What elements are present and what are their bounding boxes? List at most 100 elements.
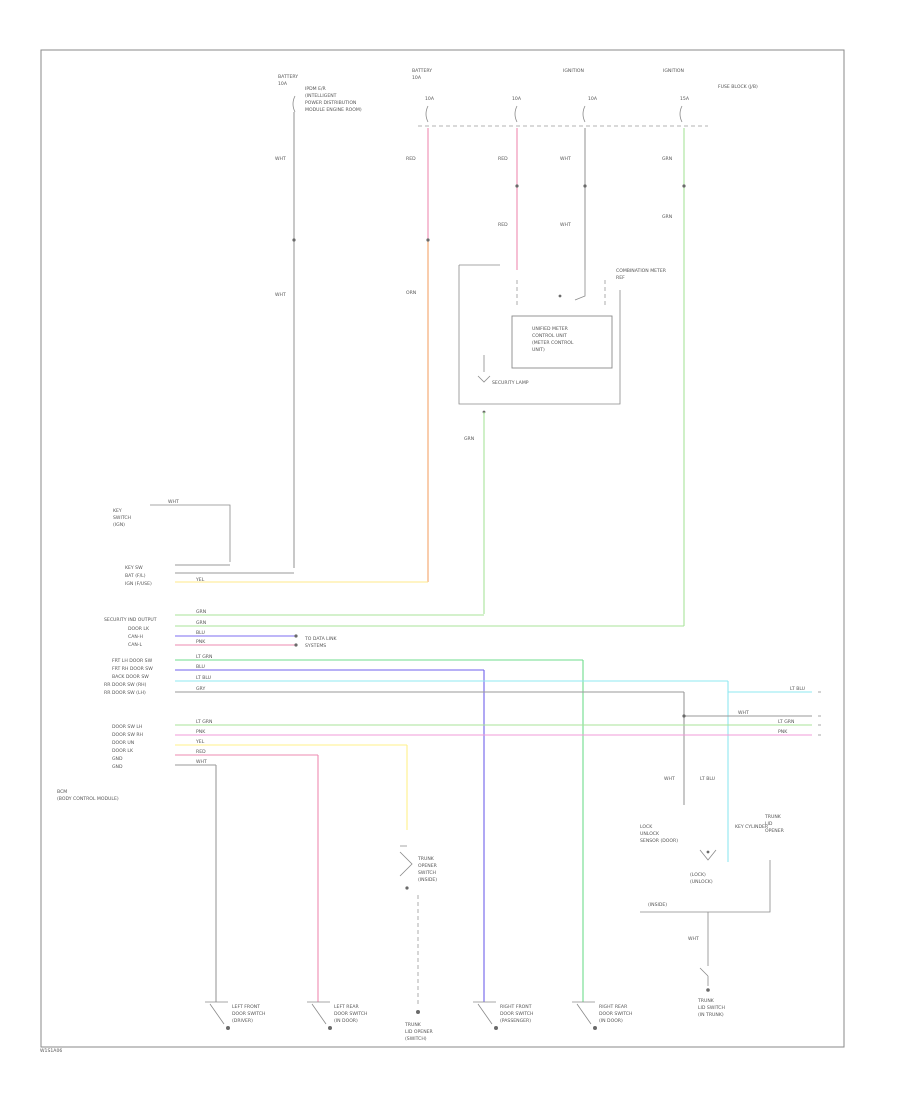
door-switch-left-front: LEFT FRONT DOOR SWITCH (DRIVER) (205, 1001, 265, 1030)
wire-color: RED (498, 156, 508, 162)
lock-label: SENSOR (DOOR) (640, 838, 678, 844)
data-link-label: TO DATA LINK (304, 636, 338, 642)
trunk-switch-label: TRUNK (697, 998, 715, 1004)
pin-label: DOOR LK (112, 748, 134, 754)
pin-label: GND (112, 764, 123, 770)
trunk-lid-label: OPENER (765, 828, 785, 834)
unified-meter-label: CONTROL UNIT (532, 333, 567, 339)
fuse-label: 10A (512, 96, 522, 102)
fuse-label: 10A (412, 75, 422, 81)
fuse-label: 10A (278, 81, 288, 87)
wire-color: WHT (275, 292, 286, 298)
security-lamp-label: SECURITY LAMP (492, 380, 529, 386)
wire-color: BLU (196, 630, 205, 636)
switch-label: RIGHT REAR (599, 1004, 628, 1010)
pin-label: FRT LH DOOR SW (112, 658, 153, 664)
wire-color: PNK (778, 729, 788, 735)
door-switch-left-rear: LEFT REAR DOOR SWITCH (IN DOOR) (307, 1001, 367, 1030)
wire-color: LT BLU (790, 686, 805, 692)
ipdm-label: IPDM E/R (305, 86, 327, 92)
wire-color: WHT (560, 222, 571, 228)
fuse-group: BATTERY 10A BATTERY 10A IGNITION IGNITIO… (278, 68, 758, 127)
ipdm-label: (INTELLIGENT (305, 93, 337, 99)
pin-label: CAN-L (128, 642, 142, 648)
key-switch-label: SWITCH (113, 515, 131, 521)
switch-label: DOOR SWITCH (500, 1011, 533, 1017)
fuse-label: IGNITION (663, 68, 684, 74)
wire-color: YEL (195, 739, 205, 745)
upper-wires: WHT WHT RED ORN RED RED WHT WHT GRN GRN (275, 112, 686, 626)
bcm-label: BCM (57, 789, 67, 795)
switch-label: DOOR SWITCH (334, 1011, 367, 1017)
switch-label: (DRIVER) (232, 1018, 253, 1024)
wire-color: WHT (664, 776, 675, 782)
key-cylinder-switch: WHT LT BLU LOCK UNLOCK SENSOR (DOOR) KEY… (640, 776, 785, 1018)
unified-meter-box (511, 315, 613, 369)
trunk-switch-label: LID SWITCH (698, 1005, 725, 1011)
wire-color: LT BLU (196, 675, 211, 681)
wire-color: GRN (464, 436, 474, 442)
pin-label: RR DOOR SW (RH) (104, 682, 147, 688)
switch-label: DOOR SWITCH (232, 1011, 265, 1017)
bcm-label: (BODY CONTROL MODULE) (57, 796, 119, 802)
pin-label: DOOR UN (112, 740, 134, 746)
switch-label: LEFT REAR (334, 1004, 360, 1010)
wire-color: WHT (560, 156, 571, 162)
door-switch-right-rear: RIGHT REAR DOOR SWITCH (IN DOOR) (572, 1001, 632, 1030)
pin-label: FRT RH DOOR SW (112, 666, 153, 672)
switch-label: (SWITCH) (405, 1036, 427, 1042)
wire-color: GRN (662, 214, 672, 220)
trunk-opener-label: OPENER (418, 863, 438, 869)
wire-color: LT BLU (700, 776, 715, 782)
wire-color: RED (196, 749, 206, 755)
combination-meter-label: COMBINATION METER (616, 268, 667, 274)
fuse-label: 10A (588, 96, 598, 102)
wire-color: GRN (662, 156, 672, 162)
wire-color: GRN (196, 620, 206, 626)
bcm-wires: YEL GRN GRN BLU PNK TO DATA LINK SYSTEMS… (175, 564, 821, 1002)
combination-meter: COMBINATION METER REF UNIFIED METER CONT… (458, 264, 667, 614)
pin-label: DOOR SW LH (112, 724, 142, 730)
key-cylinder-label: KEY CYLINDER (735, 824, 769, 830)
wire-color: ORN (406, 290, 416, 296)
wire-color: LT GRN (778, 719, 794, 725)
diagram-frame (40, 49, 845, 1048)
key-switch-label: KEY (113, 508, 122, 514)
key-switch-label: (IGN) (113, 522, 125, 528)
wire-color: WHT (168, 499, 179, 505)
combination-meter-label: REF (616, 275, 625, 281)
pin-label: DOOR SW RH (112, 732, 143, 738)
pin-label: KEY SW (125, 565, 143, 571)
pin-label: SECURITY IND OUTPUT (104, 617, 157, 623)
switch-label: (PASSENGER) (500, 1018, 531, 1024)
switch-label: (IN DOOR) (599, 1018, 623, 1024)
pin-label: GND (112, 756, 123, 762)
pin-label: DOOR LK (128, 626, 150, 632)
fuse-label: BATTERY (278, 74, 298, 80)
trunk-lid-label: TRUNK (764, 814, 782, 820)
unified-meter-label: UNIFIED METER (532, 326, 569, 332)
wire-color: GRY (196, 686, 205, 692)
wire-color: RED (498, 222, 508, 228)
wire-color: WHT (688, 936, 699, 942)
fuse-label: BATTERY (412, 68, 432, 74)
pin-label: BACK DOOR SW (112, 674, 149, 680)
fuse-label: IGNITION (563, 68, 584, 74)
switch-label: LEFT FRONT (232, 1004, 260, 1010)
pin-label: BAT (F/L) (125, 573, 146, 579)
trunk-lid-label: LID (765, 821, 773, 827)
unified-meter-label: UNIT) (532, 347, 545, 353)
unified-meter-label: (METER CONTROL (532, 340, 574, 346)
data-link-label: SYSTEMS (305, 643, 326, 649)
trunk-opener-switch: TRUNK OPENER SWITCH (INSIDE) (399, 845, 438, 1006)
switch-label: RIGHT FRONT (500, 1004, 532, 1010)
pin-label: IGN (F/USE) (125, 581, 152, 587)
switch-label: DOOR SWITCH (599, 1011, 632, 1017)
trunk-opener-label: (INSIDE) (648, 902, 667, 908)
trunk-opener-label: (INSIDE) (418, 877, 437, 883)
bcm-connector: KEY SW BAT (F/L) IGN (F/USE) SECURITY IN… (57, 565, 157, 802)
trunk-opener-label: TRUNK (417, 856, 435, 862)
pin-label: RR DOOR SW (LH) (104, 690, 146, 696)
ipdm-label: POWER DISTRIBUTION (305, 100, 356, 106)
wire-color: LT GRN (196, 719, 212, 725)
